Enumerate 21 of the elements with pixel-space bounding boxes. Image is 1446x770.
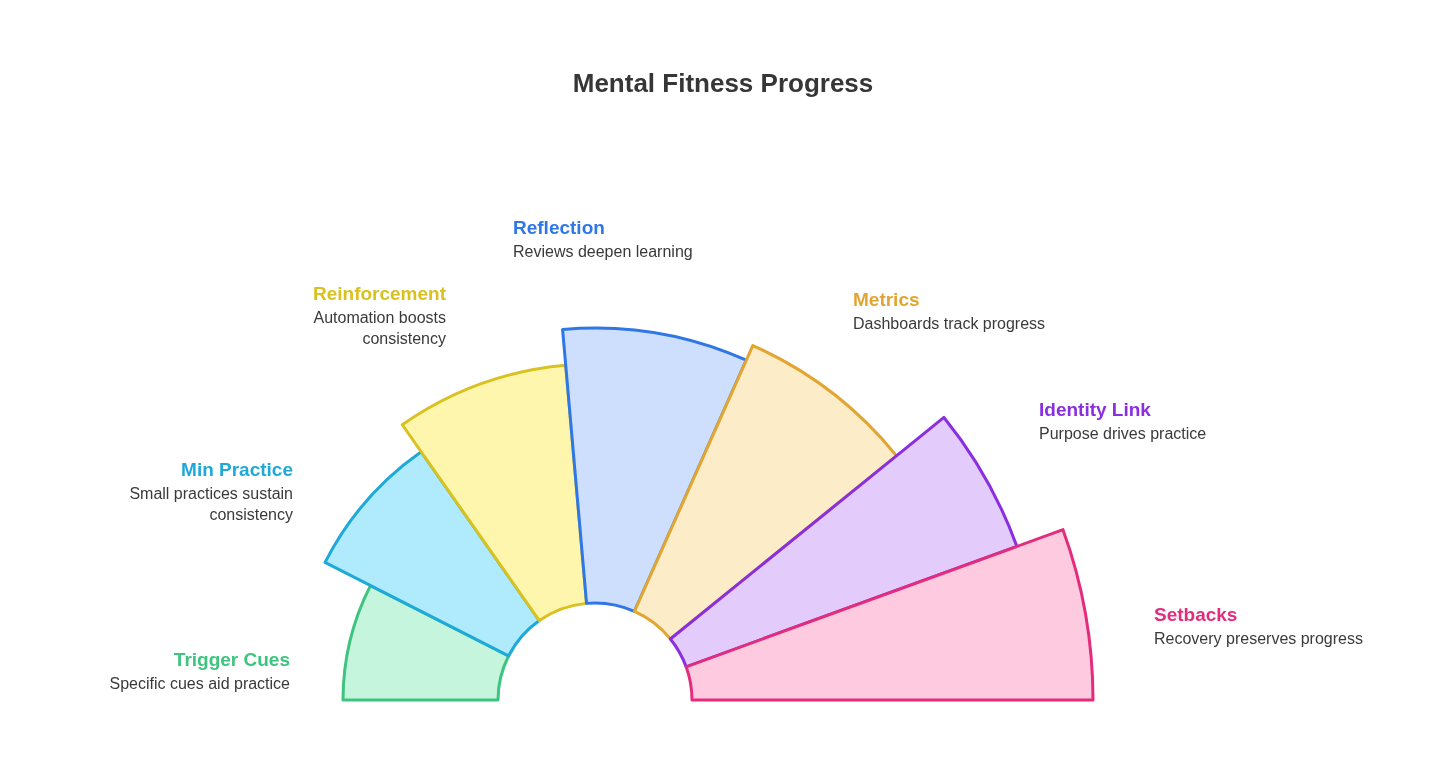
diagram-title: Mental Fitness Progress xyxy=(572,68,874,98)
segment-title: Identity Link xyxy=(1039,399,1151,420)
segment-title: Setbacks xyxy=(1154,604,1238,625)
fan-segment xyxy=(632,344,899,641)
segment-description: Automation boosts consistency xyxy=(313,309,446,347)
segment-description: Recovery preserves progress xyxy=(1154,630,1363,647)
segment-description: Reviews deepen learning xyxy=(513,243,693,260)
segment-description: Specific cues aid practice xyxy=(109,675,290,692)
fan-segment xyxy=(323,450,541,658)
segment-description: Dashboards track progress xyxy=(853,315,1046,332)
fan-segment xyxy=(561,326,748,613)
segment-description: Purpose drives practice xyxy=(1039,425,1207,442)
segment-title: Trigger Cues xyxy=(173,649,290,670)
segment-title: Min Practice xyxy=(181,459,293,480)
segment-title: Reinforcement xyxy=(312,283,446,304)
fan-segment xyxy=(684,528,1095,702)
fan-segment xyxy=(668,415,1019,669)
segment-description: Small practices sustain consistency xyxy=(129,485,293,523)
segment-title: Reflection xyxy=(513,217,605,238)
segment-title: Metrics xyxy=(853,289,920,310)
fan-segment xyxy=(341,584,511,702)
